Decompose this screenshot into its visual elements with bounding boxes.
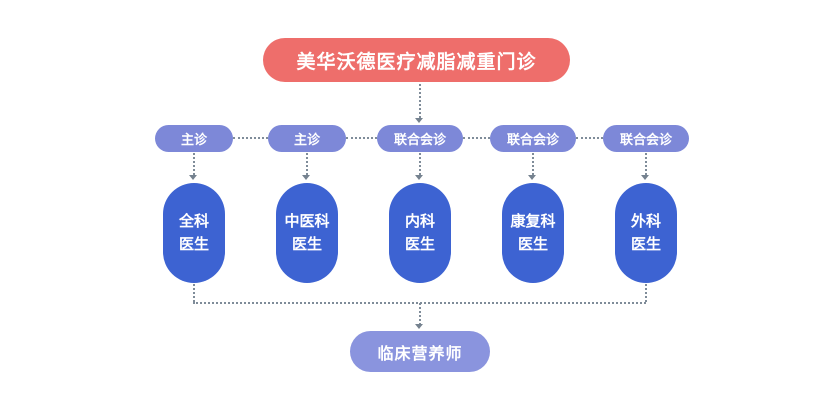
connector-roles-2-3: [346, 137, 377, 139]
connector-doctor1-bus: [193, 284, 195, 302]
doctor-label-line1: 全科: [178, 213, 209, 230]
role-pill-joint-3: 联合会诊: [603, 125, 689, 152]
role-pill-joint-2: 联合会诊: [490, 125, 576, 152]
role-pill-label: 主诊: [180, 132, 207, 147]
arrowhead-nutritionist-icon: [415, 324, 423, 329]
connector-bus-nutritionist: [419, 303, 421, 325]
arrowhead-doctor-2-icon: [302, 175, 310, 180]
doctor-label-line2: 医生: [178, 236, 209, 253]
root-clinic-label: 美华沃德医疗减脂减重门诊: [296, 51, 537, 73]
connector-role-doctor-3: [419, 153, 421, 175]
doctor-node-internal: 内科 医生: [389, 183, 451, 283]
doctor-label-line2: 医生: [630, 236, 661, 253]
role-pill-primary-1: 主诊: [155, 125, 233, 152]
root-clinic-node: 美华沃德医疗减脂减重门诊: [263, 38, 570, 82]
connector-role-doctor-2: [306, 153, 308, 175]
doctor-node-tcm: 中医科 医生: [276, 183, 338, 283]
arrowhead-root-icon: [415, 118, 423, 123]
connector-role-doctor-4: [532, 153, 534, 175]
arrowhead-doctor-5-icon: [641, 175, 649, 180]
arrowhead-doctor-1-icon: [189, 175, 197, 180]
role-pill-label: 联合会诊: [393, 132, 446, 147]
arrowhead-doctor-3-icon: [415, 175, 423, 180]
nutritionist-label: 临床营养师: [377, 345, 463, 363]
connector-roles-3-4: [463, 137, 490, 139]
doctor-node-surgery: 外科 医生: [615, 183, 677, 283]
doctor-label-line2: 医生: [517, 236, 548, 253]
doctor-label-line1: 内科: [404, 213, 435, 230]
doctor-label-line2: 医生: [291, 236, 322, 253]
doctor-node-rehab: 康复科 医生: [502, 183, 564, 283]
doctor-label-line1: 康复科: [510, 213, 556, 230]
role-pill-label: 主诊: [293, 132, 320, 147]
connector-roles-4-5: [576, 137, 603, 139]
doctor-label-line1: 外科: [630, 213, 661, 230]
doctor-label-line2: 医生: [404, 236, 435, 253]
role-pill-label: 联合会诊: [619, 132, 672, 147]
nutritionist-node: 临床营养师: [350, 331, 490, 372]
connector-doctor5-bus: [645, 284, 647, 302]
connector-roles-1-2: [233, 137, 268, 139]
role-pill-joint-1: 联合会诊: [377, 125, 463, 152]
connector-role-doctor-5: [645, 153, 647, 175]
doctor-node-general: 全科 医生: [163, 183, 225, 283]
connector-root-vertical: [419, 84, 421, 118]
doctor-label-line1: 中医科: [284, 213, 330, 230]
role-pill-label: 联合会诊: [506, 132, 559, 147]
role-pill-primary-2: 主诊: [268, 125, 346, 152]
connector-role-doctor-1: [193, 153, 195, 175]
arrowhead-doctor-4-icon: [528, 175, 536, 180]
